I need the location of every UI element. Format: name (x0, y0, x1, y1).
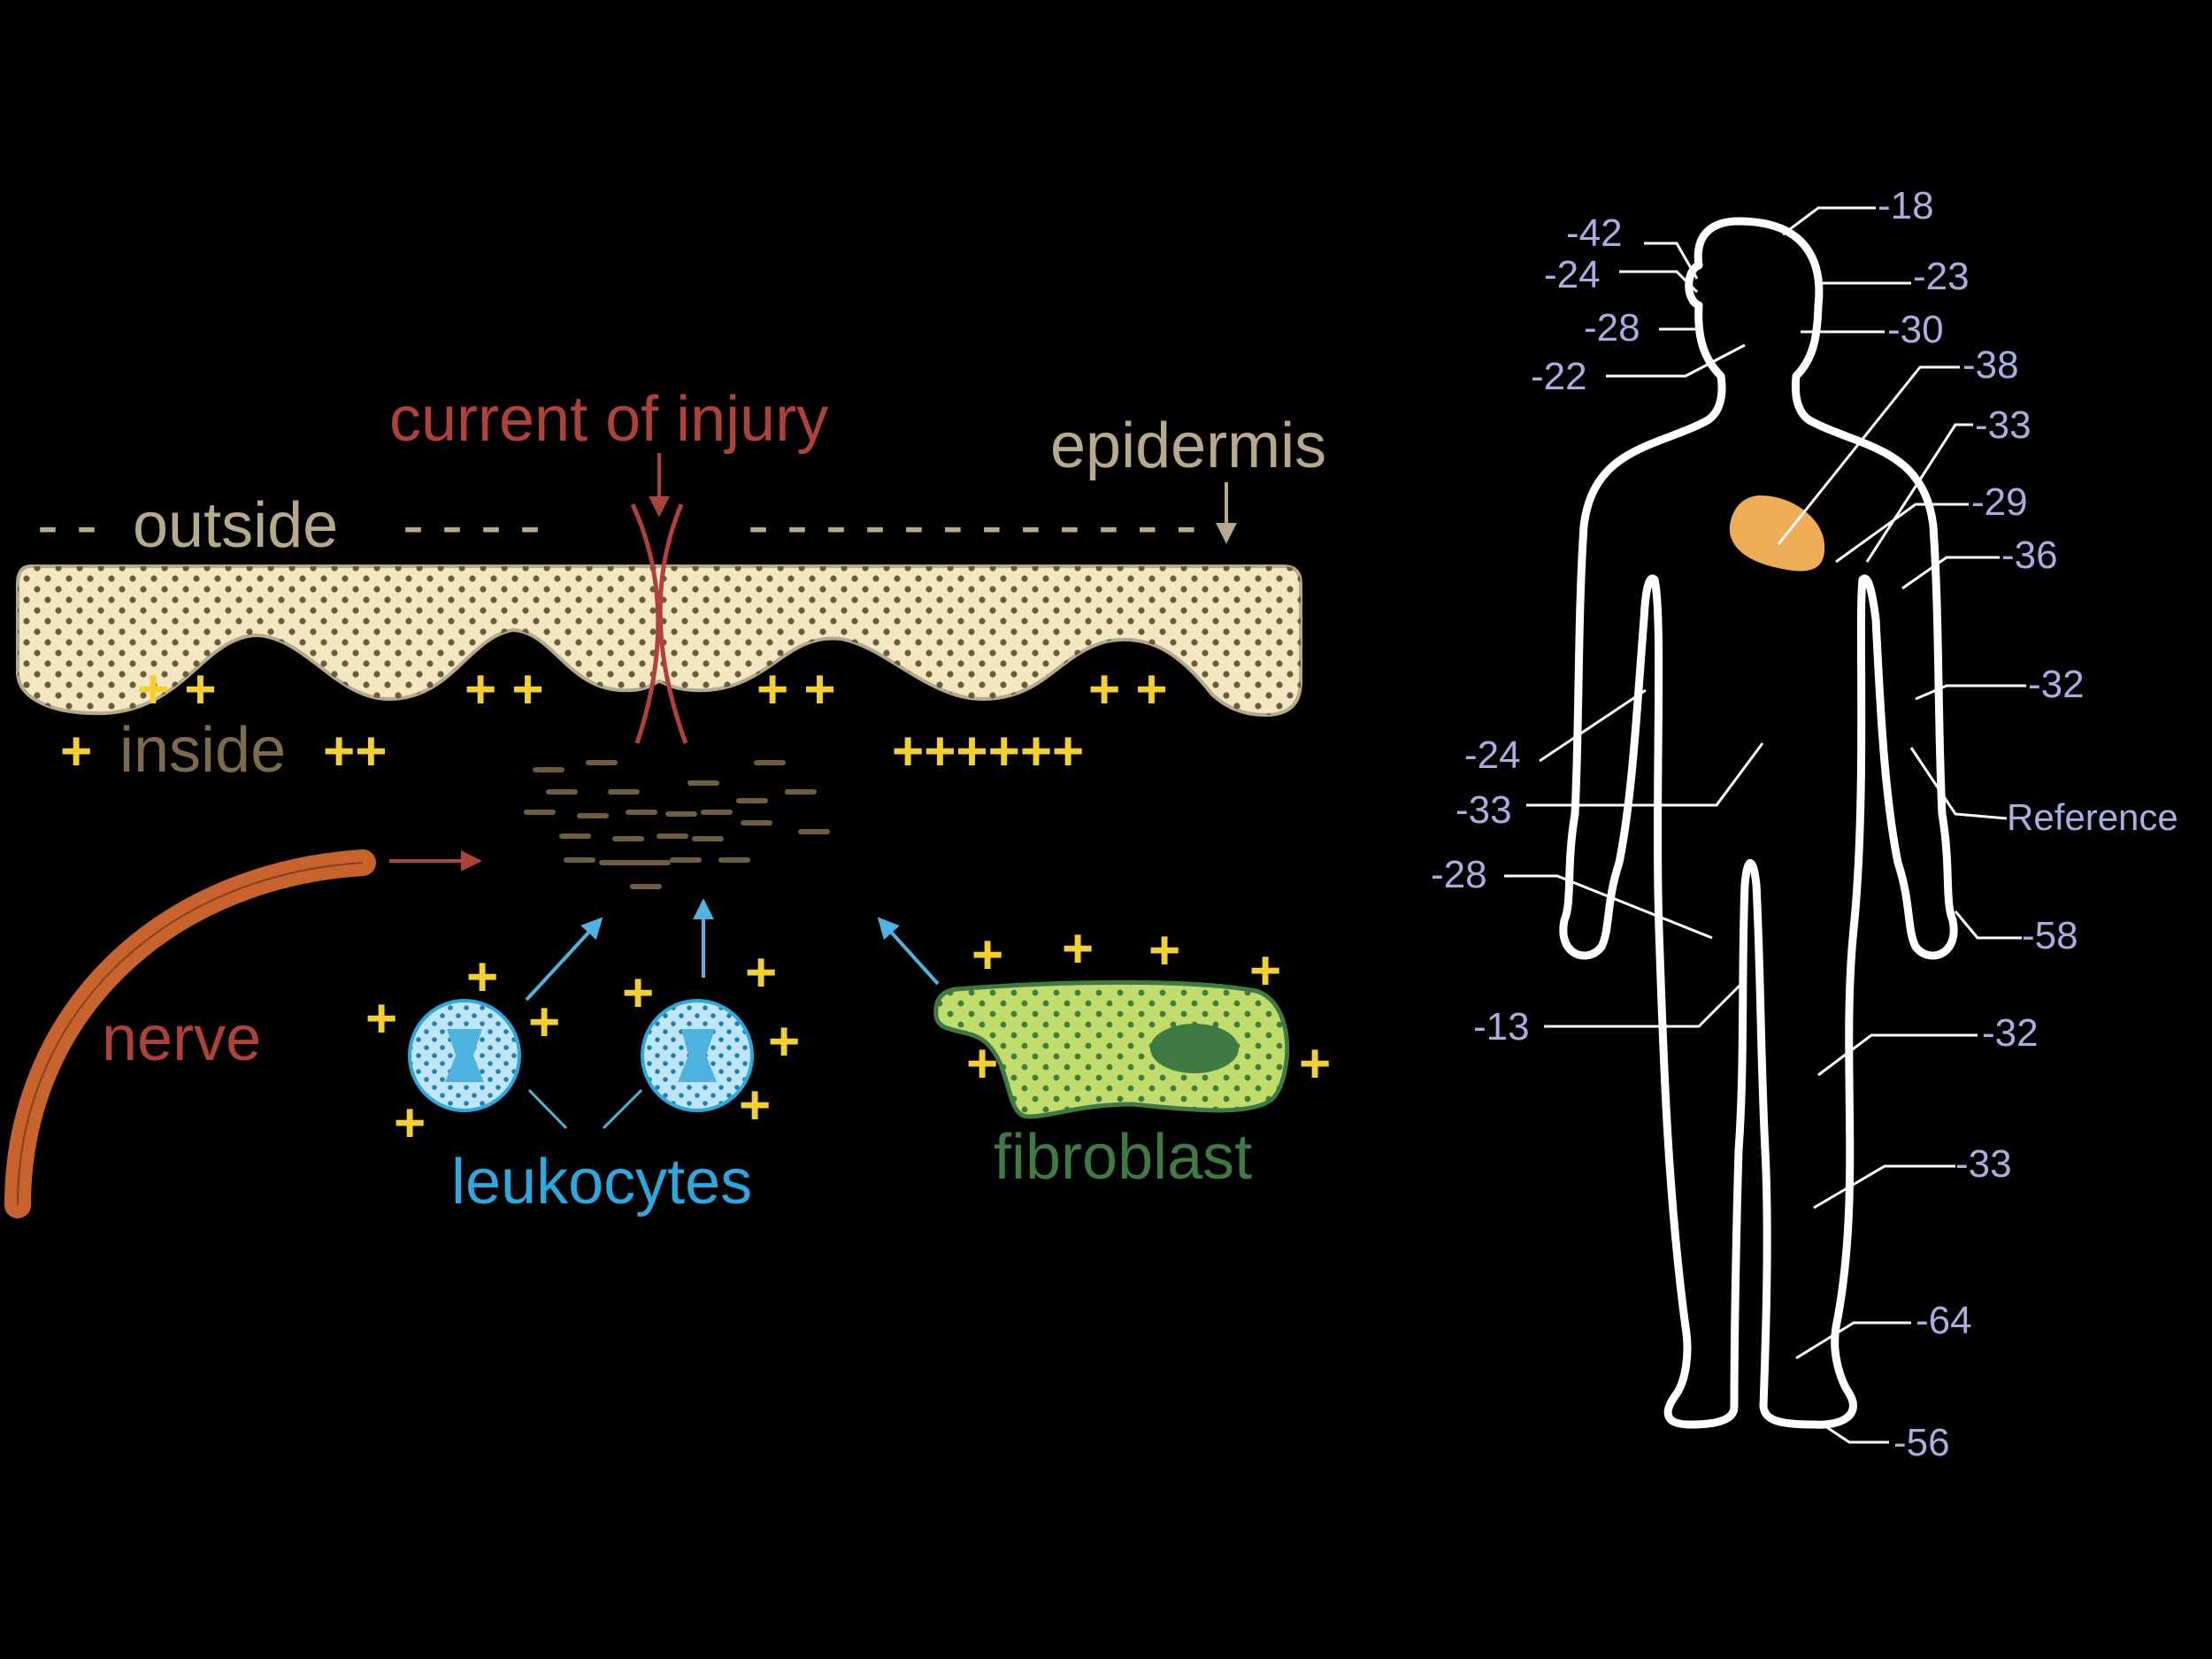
leukocyte-arrows (525, 898, 714, 1002)
fibroblast-label: fibroblast (994, 1122, 1252, 1193)
plus-sign: + (972, 925, 1003, 986)
body-map: -18 -42 -24 -23 -28 -30 -22 -38 -33 -29 … (1431, 184, 2178, 1464)
value-label: -23 (1913, 255, 1970, 298)
plus-sign: + (1148, 920, 1180, 981)
injury-diagram: current of injury epidermis - - outside … (4, 384, 1331, 1218)
outside-label: outside (133, 490, 338, 561)
value-label: -24 (1464, 733, 1521, 777)
leukocyte-charges: + + + + + + + + (365, 942, 800, 1154)
fibroblast-arrow (877, 917, 940, 986)
wound-curve-left (630, 503, 661, 744)
plus-sign: + (622, 963, 654, 1024)
value-label: -56 (1893, 1421, 1950, 1464)
value-label: -30 (1887, 308, 1944, 351)
negative-charges (524, 760, 830, 889)
inside-label: inside (119, 715, 286, 786)
fibroblast-dots (935, 982, 1287, 1117)
heart (1729, 495, 1825, 572)
leukocytes-label: leukocytes (451, 1147, 752, 1217)
wound-curve-right (657, 503, 688, 744)
value-label: -38 (1962, 343, 2019, 387)
value-label: -33 (1455, 788, 1512, 832)
plus-sign: + (466, 947, 498, 1008)
body-outline (1559, 217, 1958, 1429)
plus-sign: + (745, 942, 777, 1003)
plus-sign: + (1299, 1033, 1331, 1094)
value-label: -64 (1916, 1299, 1972, 1342)
leukocyte-label-lines (527, 1088, 643, 1130)
leukocyte-right (641, 999, 754, 1112)
plus-sign: + (394, 1093, 426, 1154)
value-label: -24 (1544, 253, 1601, 296)
value-label: -29 (1971, 480, 2028, 524)
epidermis-label: epidermis (1050, 411, 1326, 481)
value-label: -13 (1473, 1005, 1530, 1048)
outside-dashes-right: - - - - - - - - - - - - (748, 490, 1197, 561)
value-label: -42 (1566, 211, 1623, 255)
plus-sign: + (1249, 941, 1281, 1002)
plus-group: ++++++ (892, 721, 1084, 782)
plus-group: + + (757, 659, 836, 720)
inside-charges: + + + + + + + + + ++ ++++++ (60, 659, 1168, 782)
plus-sign: + (739, 1075, 771, 1136)
nerve-label: nerve (102, 1003, 261, 1074)
plus-group: + + (137, 659, 217, 720)
plus-sign: + (768, 1011, 800, 1072)
current-of-injury-label: current of injury (389, 384, 828, 455)
value-label: -28 (1584, 306, 1640, 349)
fibroblast-charges: + + + + + + (966, 918, 1331, 1094)
plus-sign: + (60, 721, 92, 782)
plus-sign: + (966, 1033, 998, 1094)
fibroblast-nucleus (1150, 1024, 1239, 1073)
value-label: -32 (2028, 663, 2085, 706)
value-label: Reference (2007, 796, 2178, 838)
value-label: -58 (2022, 914, 2078, 957)
leader-lines (1504, 206, 2026, 1444)
plus-group: + + (465, 659, 544, 720)
plus-group: + + (1088, 659, 1168, 720)
outside-dashes-middle: - - - - (403, 490, 541, 561)
plus-sign: + (528, 992, 560, 1053)
nerve-outline (17, 862, 364, 1206)
plus-sign: + (365, 988, 397, 1049)
value-label: -36 (2001, 534, 2058, 577)
outside-dashes-left: - - (37, 490, 97, 561)
value-label: -18 (1878, 184, 1934, 227)
value-label: -33 (1975, 403, 2032, 447)
voltage-values: -18 -42 -24 -23 -28 -30 -22 -38 -33 -29 … (1431, 184, 2178, 1464)
value-label: -22 (1531, 355, 1587, 398)
leukocyte-left (408, 999, 521, 1112)
value-label: -28 (1431, 853, 1487, 896)
plus-sign: + (1062, 918, 1094, 979)
value-label: -33 (1955, 1142, 2012, 1186)
plus-group: ++ (323, 721, 387, 782)
value-label: -32 (1982, 1011, 2039, 1055)
